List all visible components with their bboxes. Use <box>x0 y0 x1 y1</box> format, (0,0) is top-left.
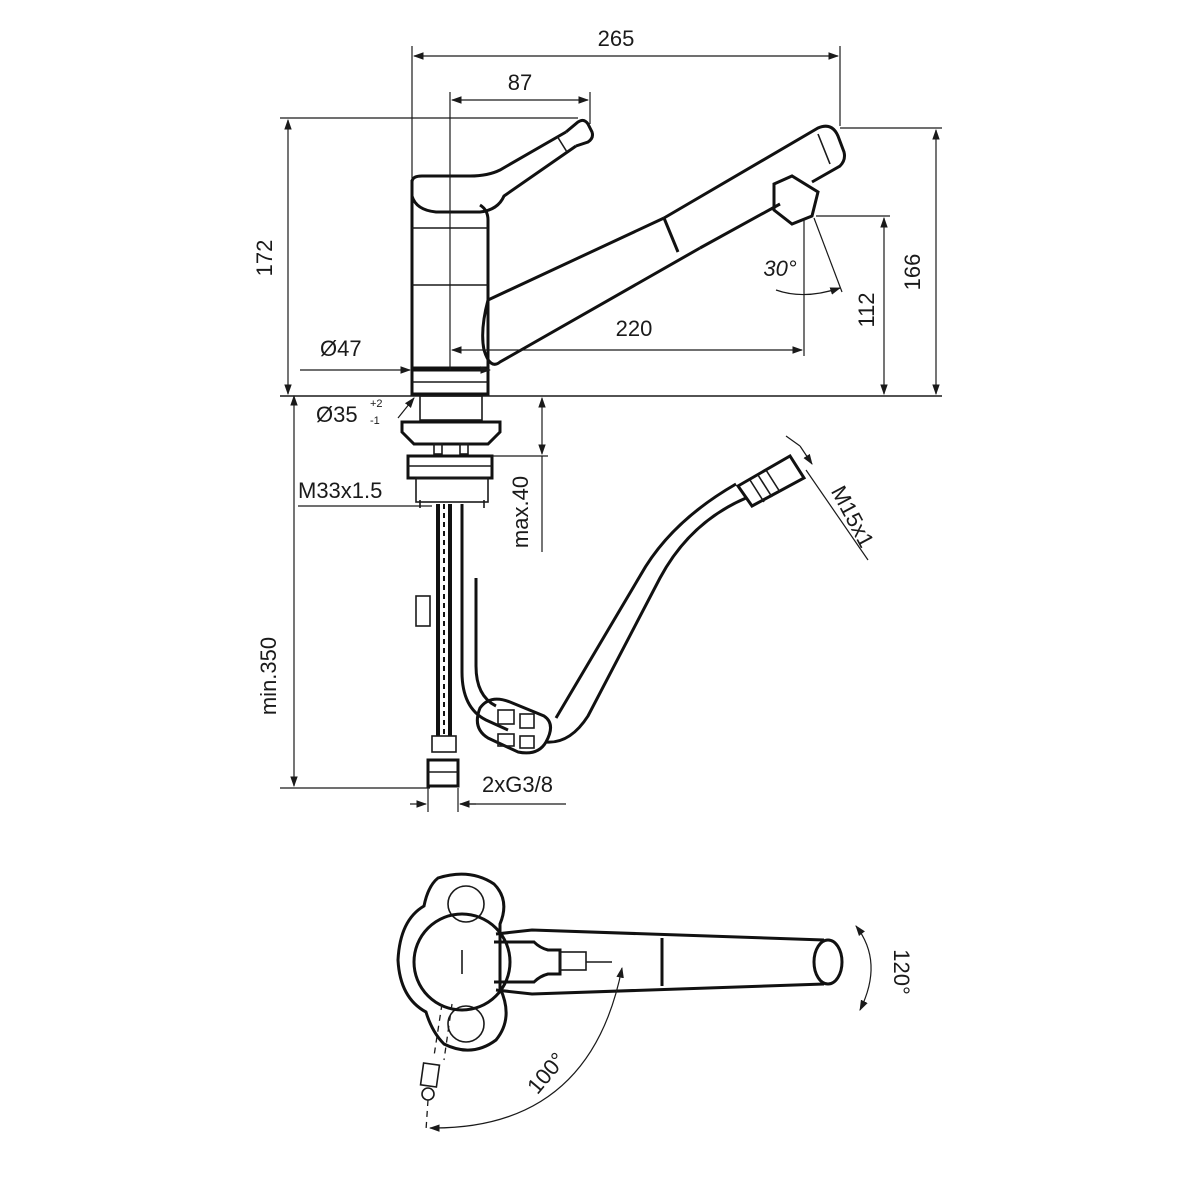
supply-connector <box>426 758 460 788</box>
dim-m15-label: M15x1 <box>826 481 879 551</box>
dimension-220: 220 <box>450 220 805 356</box>
dim-max40-label: max.40 <box>508 476 533 548</box>
dimension-m33: M33x1.5 <box>298 478 432 507</box>
hose-end-fitting <box>735 453 807 508</box>
dimension-max40: max.40 <box>490 396 548 552</box>
dim-35-label: Ø35 <box>316 402 358 427</box>
faucet-side-view <box>410 118 846 396</box>
supply-hose <box>415 504 460 788</box>
dim-47-label: Ø47 <box>320 336 362 361</box>
dim-265-label: 265 <box>598 26 635 51</box>
dimension-diameter-35: Ø35 +2 -1 <box>290 394 415 788</box>
dim-min350-label: min.350 <box>256 637 281 715</box>
arc-100 <box>428 966 624 1132</box>
pullout-hose <box>460 453 807 755</box>
dimension-g38: 2xG3/8 <box>410 772 566 812</box>
dimension-166: 166 <box>840 127 942 396</box>
spray-head <box>772 174 820 226</box>
dim-112-label: 112 <box>854 292 879 327</box>
dim-120-label: 120° <box>889 949 914 995</box>
mounting-hole-bottom <box>447 1005 485 1043</box>
dimension-265: 265 <box>411 26 841 178</box>
dim-220-label: 220 <box>616 316 653 341</box>
mounting-nut <box>406 454 494 480</box>
dimension-172: 172 <box>252 117 578 396</box>
spout-outlet-top <box>812 938 844 986</box>
dimension-m15: M15x1 <box>785 435 879 561</box>
dim-35-tol-plus: +2 <box>370 398 383 410</box>
dimension-min350: min.350 <box>256 637 430 789</box>
lever-top <box>494 940 562 984</box>
arc-120 <box>855 925 872 1011</box>
dim-100-label: 100° <box>522 1048 570 1099</box>
mounting-hole-top <box>447 885 485 923</box>
spout-top <box>495 928 825 996</box>
dimension-87: 87 <box>449 70 591 370</box>
hose-weight <box>475 697 552 755</box>
dim-87-label: 87 <box>508 70 532 95</box>
dim-35-tol-minus: -1 <box>370 415 380 427</box>
dim-166-label: 166 <box>900 254 925 291</box>
spout <box>481 216 701 366</box>
lever-handle <box>410 130 577 214</box>
dim-30-label: 30° <box>763 256 796 281</box>
dim-172-label: 172 <box>252 240 277 277</box>
dim-m33-label: M33x1.5 <box>298 478 382 503</box>
mounting-flange <box>400 420 502 446</box>
dimension-30-degree: 30° <box>763 217 843 296</box>
mounting-assembly <box>400 395 502 508</box>
dimension-112: 112 <box>816 215 890 396</box>
faucet-top-view: 100° 120° <box>396 872 914 1132</box>
faucet-body <box>410 180 490 370</box>
dimension-diameter-47: Ø47 <box>300 336 492 374</box>
dim-g38-label: 2xG3/8 <box>482 772 553 797</box>
